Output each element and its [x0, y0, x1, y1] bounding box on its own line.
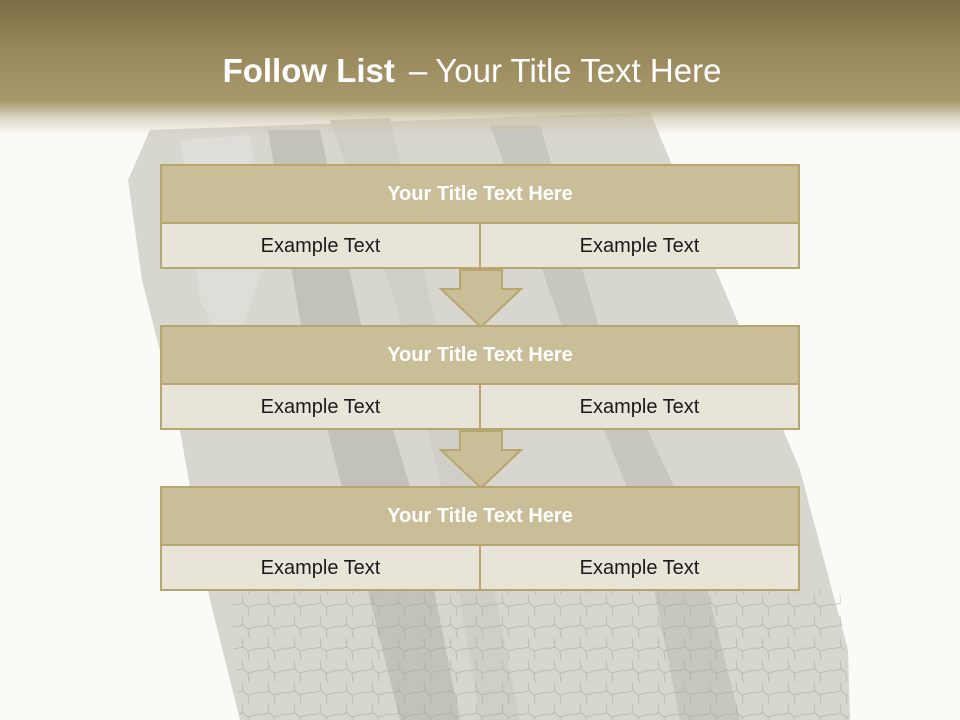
down-arrow-icon	[438, 269, 524, 329]
list-item: Your Title Text Here Example Text Exampl…	[160, 325, 800, 430]
list-item: Your Title Text Here Example Text Exampl…	[160, 164, 800, 269]
slide-title-rest: Your Title Text Here	[435, 52, 722, 89]
slide-title-bold: Follow List	[222, 52, 395, 89]
list-item-left-text: Example Text	[260, 235, 381, 257]
list-item-right-text: Example Text	[479, 224, 798, 269]
list-item-title: Your Title Text Here	[162, 327, 798, 385]
down-arrow-icon	[438, 430, 524, 490]
list-item-left-text: Example Text	[260, 557, 381, 579]
list-item-right-text: Example Text	[479, 546, 798, 591]
list-item: Your Title Text Here Example Text Exampl…	[160, 486, 800, 591]
list-item-left-text: Example Text	[260, 396, 381, 418]
slide-title-dash: –	[408, 52, 428, 89]
slide-title: Follow List–Your Title Text Here	[0, 52, 944, 90]
list-item-title: Your Title Text Here	[162, 488, 798, 546]
title-banner	[0, 0, 960, 135]
list-item-title: Your Title Text Here	[162, 166, 798, 224]
list-item-right-text: Example Text	[479, 385, 798, 430]
